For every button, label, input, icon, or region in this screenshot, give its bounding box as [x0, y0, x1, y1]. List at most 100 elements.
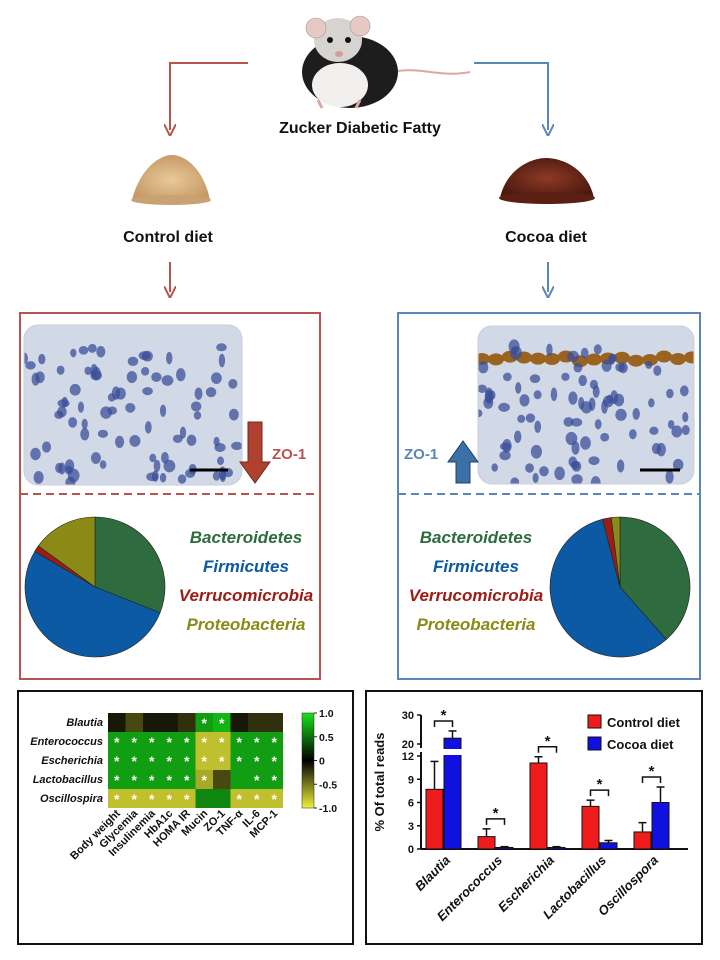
- cell-nucleus: [186, 434, 197, 446]
- significance-mark: *: [254, 753, 260, 769]
- heatmap-cell: [265, 770, 283, 789]
- cell-nucleus: [588, 456, 600, 466]
- heatmap-cell: [195, 770, 213, 789]
- heatmap-cell: [143, 713, 161, 732]
- cell-nucleus: [600, 432, 610, 442]
- control-powder-image: [131, 155, 211, 205]
- cell-nucleus: [151, 372, 162, 382]
- significance-mark: *: [149, 734, 155, 750]
- cell-nucleus: [580, 401, 593, 414]
- heatmap-row-label: Escherichia: [41, 755, 103, 767]
- significance-mark: *: [114, 791, 120, 807]
- significance-mark: *: [167, 734, 173, 750]
- heatmap-cell: [213, 732, 231, 751]
- cell-nucleus: [491, 463, 498, 472]
- significance-mark: *: [272, 772, 278, 788]
- cell-nucleus: [499, 450, 511, 461]
- cell-nucleus: [87, 343, 97, 353]
- zo1-stain: [628, 354, 644, 367]
- heatmap-cell: [248, 789, 266, 808]
- bar-control: [633, 831, 652, 850]
- heatmap-cell: [213, 713, 231, 732]
- significance-bracket: [485, 818, 506, 825]
- legend-verrucomicrobia: Verrucomicrobia: [179, 586, 313, 605]
- bar-cocoa: [547, 846, 566, 850]
- heatmap-cell: [230, 732, 248, 751]
- heatmap-cell: [143, 770, 161, 789]
- heatmap-cell: [248, 770, 266, 789]
- cell-nucleus: [33, 471, 44, 484]
- heatmap-cell: [195, 751, 213, 770]
- cell-nucleus: [90, 452, 101, 464]
- significance-mark: *: [132, 734, 138, 750]
- significance-mark: *: [149, 772, 155, 788]
- cell-nucleus: [210, 372, 222, 384]
- legend-bacteroidetes: Bacteroidetes: [420, 528, 532, 547]
- significance-mark: *: [254, 772, 260, 788]
- cell-nucleus: [142, 387, 153, 396]
- heatmap-cell: [125, 732, 143, 751]
- heatmap-row-label: Oscillospira: [40, 793, 103, 805]
- heatmap-cell: [125, 789, 143, 808]
- significance-bracket: [589, 789, 610, 797]
- y-tick-label: 30: [402, 710, 414, 722]
- cell-nucleus: [96, 346, 106, 358]
- significance-mark: *: [272, 791, 278, 807]
- cell-nucleus: [212, 471, 221, 481]
- cell-nucleus: [508, 339, 520, 354]
- cocoa-phylum-legend: BacteroidetesFirmicutesVerrucomicrobiaPr…: [409, 528, 543, 634]
- cell-nucleus: [42, 441, 52, 453]
- cell-nucleus: [228, 408, 239, 421]
- cell-nucleus: [97, 429, 109, 438]
- cell-nucleus: [193, 411, 202, 420]
- heatmap-cell: [265, 732, 283, 751]
- y-tick-label: 12: [402, 751, 414, 763]
- cell-nucleus: [149, 453, 157, 463]
- zo1-up-arrow-icon: [447, 440, 479, 484]
- cell-nucleus: [25, 361, 36, 370]
- cell-nucleus: [532, 472, 539, 484]
- significance-mark: *: [254, 734, 260, 750]
- legend-firmicutes: Firmicutes: [433, 557, 519, 576]
- cell-nucleus: [57, 406, 67, 418]
- heatmap-cell: [230, 789, 248, 808]
- y-tick-label: 9: [408, 774, 414, 786]
- zo1-down-arrow-icon: [239, 421, 271, 484]
- zo1-stain: [670, 352, 686, 365]
- cell-nucleus: [503, 372, 512, 382]
- heatmap-row-label: Blautia: [66, 717, 103, 729]
- cell-nucleus: [645, 360, 653, 369]
- cell-nucleus: [70, 348, 77, 358]
- significance-mark: *: [132, 772, 138, 788]
- control-diet-panel: ZO-1 BacteroidetesFirmicutesVerrucomicro…: [19, 312, 321, 680]
- bar-control: [425, 788, 444, 850]
- significance-mark: *: [597, 776, 603, 793]
- legend-bacteroidetes: Bacteroidetes: [190, 528, 302, 547]
- cell-nucleus: [172, 434, 183, 443]
- cell-nucleus: [478, 361, 489, 374]
- significance-mark: *: [167, 753, 173, 769]
- cocoa-zo1-label: ZO-1: [404, 446, 438, 463]
- cell-nucleus: [68, 417, 78, 428]
- cell-nucleus: [478, 384, 488, 393]
- cocoa-tissue-micrograph: [478, 326, 694, 484]
- cell-nucleus: [81, 418, 88, 430]
- legend-label: Cocoa diet: [607, 737, 674, 752]
- cell-nucleus: [218, 353, 226, 368]
- bar-cocoa: [599, 842, 618, 850]
- legend-verrucomicrobia: Verrucomicrobia: [409, 586, 543, 605]
- control-tissue-micrograph: [24, 325, 242, 485]
- cell-nucleus: [217, 456, 225, 466]
- heatmap-cell: [143, 789, 161, 808]
- significance-mark: *: [167, 772, 173, 788]
- heatmap-cell: [178, 713, 196, 732]
- cell-nucleus: [615, 408, 627, 421]
- significance-mark: *: [202, 753, 208, 769]
- heatmap-cell: [125, 770, 143, 789]
- cell-nucleus: [616, 459, 625, 473]
- cell-nucleus: [166, 351, 173, 365]
- cell-nucleus: [578, 375, 587, 387]
- arrow-to-control-diet: [170, 62, 248, 130]
- cell-nucleus: [680, 385, 689, 397]
- cell-nucleus: [111, 386, 121, 400]
